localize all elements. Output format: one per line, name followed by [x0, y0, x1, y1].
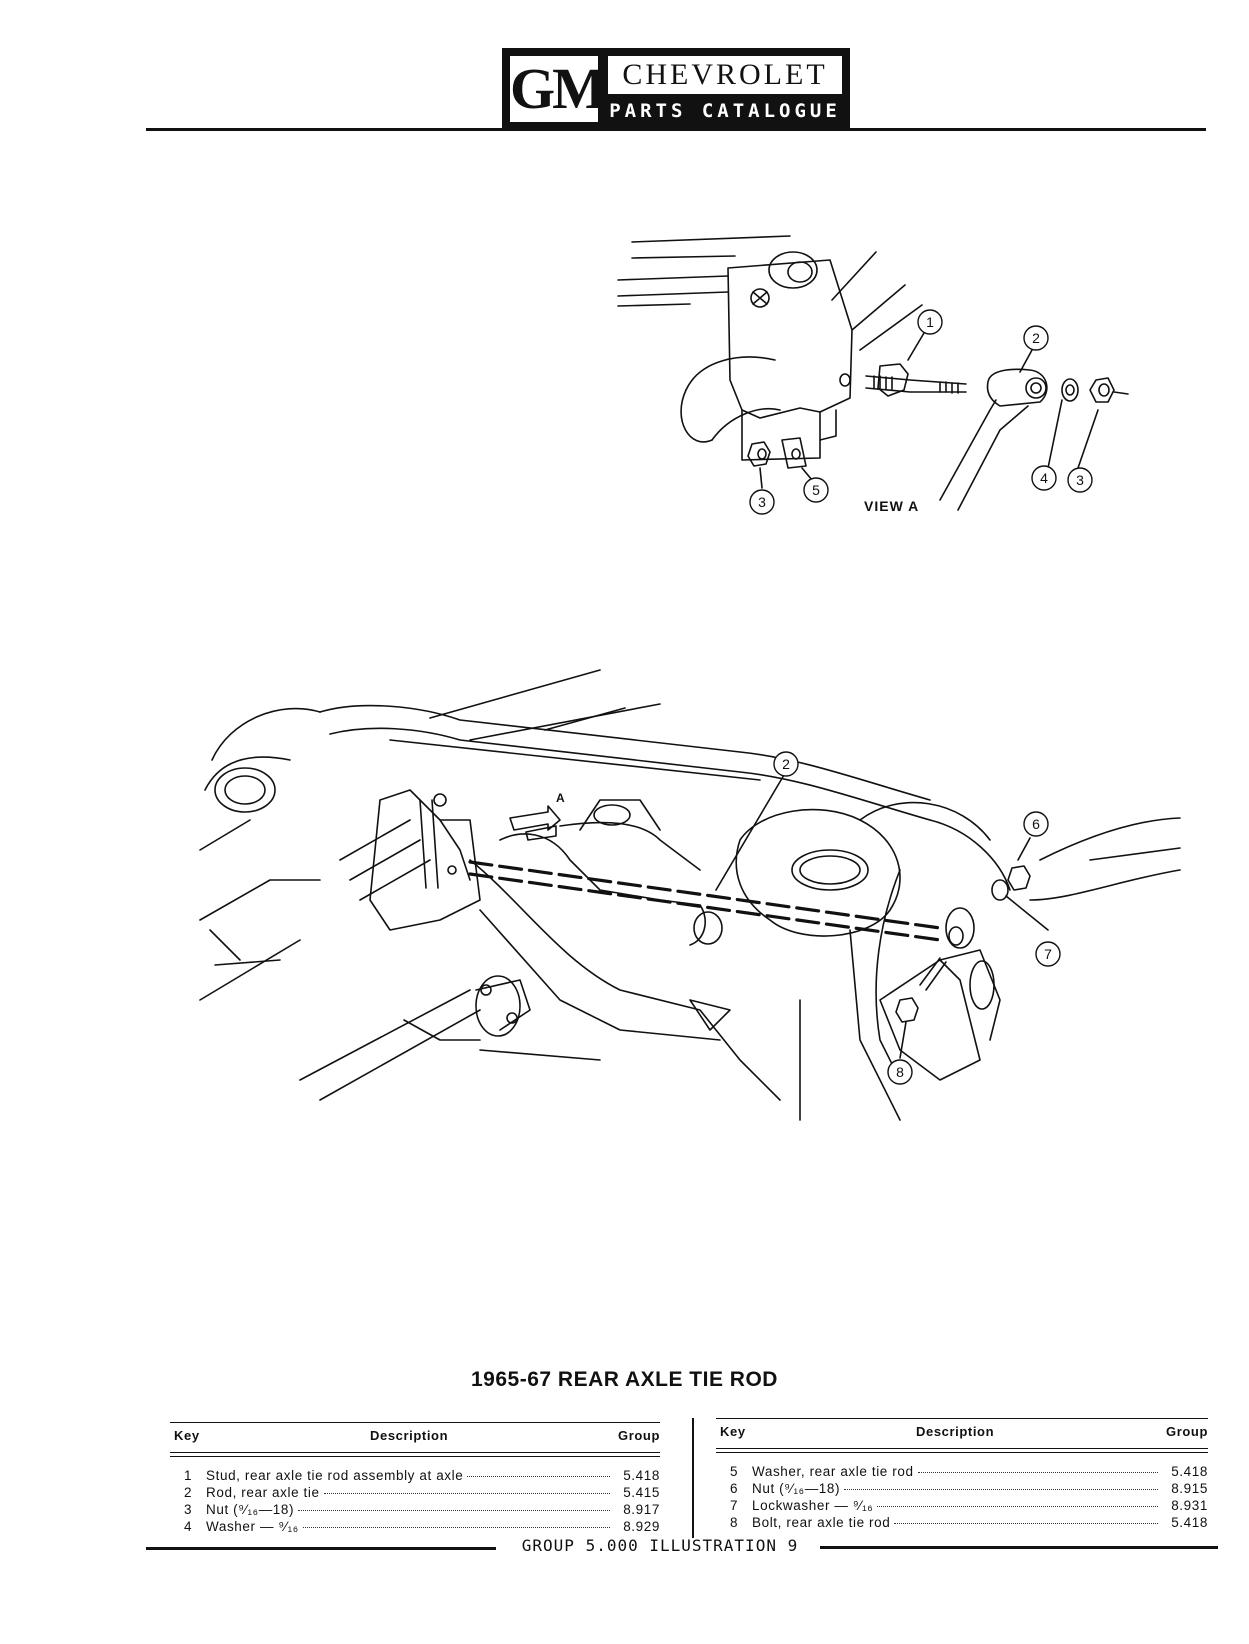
- table-column-divider: [692, 1418, 694, 1538]
- column-header-group: Group: [1166, 1424, 1208, 1439]
- svg-text:1: 1: [926, 314, 934, 330]
- footer-rule-right: [820, 1546, 1218, 1549]
- callout-5: 5: [803, 477, 829, 503]
- view-a-label: VIEW A: [864, 498, 920, 514]
- gm-chevrolet-logo: GM CHEVROLET PARTS CATALOGUE: [502, 48, 850, 130]
- svg-text:2: 2: [782, 756, 790, 772]
- callout-4: 4: [1031, 465, 1057, 491]
- callout-8: 8: [887, 1059, 913, 1085]
- callouts: 1 2 3 4 3 5 2 6 7 8: [749, 309, 1093, 1085]
- table-header-rule: [170, 1452, 660, 1453]
- table-header-rule: [716, 1448, 1208, 1449]
- svg-text:4: 4: [1040, 470, 1048, 486]
- view-a-detail: [617, 235, 1129, 511]
- svg-text:5: 5: [812, 482, 820, 498]
- header-rule: [146, 128, 1206, 131]
- callout-3-view-a-right: 3: [1067, 467, 1093, 493]
- column-header-key: Key: [174, 1428, 200, 1443]
- logo-gm-mark: GM: [510, 56, 607, 122]
- footer-group-illustration: GROUP 5.000 ILLUSTRATION 9: [521, 1536, 799, 1555]
- main-assembly-view: [199, 669, 1181, 1121]
- callout-6: 6: [1023, 811, 1049, 837]
- svg-text:3: 3: [1076, 472, 1084, 488]
- table-top-rule: [170, 1422, 660, 1423]
- page-title: 1965-67 REAR AXLE TIE ROD: [471, 1368, 778, 1391]
- svg-text:3: 3: [758, 494, 766, 510]
- callout-1: 1: [917, 309, 943, 335]
- svg-text:6: 6: [1032, 816, 1040, 832]
- logo-subtitle: PARTS CATALOGUE: [609, 100, 841, 122]
- column-header-group: Group: [618, 1428, 660, 1443]
- table-top-rule: [716, 1418, 1208, 1419]
- logo-brand-name: CHEVROLET: [608, 56, 842, 94]
- column-header-key: Key: [720, 1424, 746, 1439]
- callout-2-main: 2: [773, 751, 799, 777]
- arrow-a-label: A: [556, 791, 565, 805]
- svg-text:7: 7: [1044, 946, 1052, 962]
- callout-3-view-a-left: 3: [749, 489, 775, 515]
- column-header-description: Description: [370, 1428, 449, 1443]
- table-header-rule-2: [170, 1456, 660, 1457]
- callout-2-view-a: 2: [1023, 325, 1049, 351]
- footer-rule-left: [146, 1547, 496, 1550]
- table-header-rule-2: [716, 1452, 1208, 1453]
- column-header-description: Description: [916, 1424, 995, 1439]
- svg-text:2: 2: [1032, 330, 1040, 346]
- svg-text:8: 8: [896, 1064, 904, 1080]
- callout-7: 7: [1035, 941, 1061, 967]
- page-footer: GROUP 5.000 ILLUSTRATION 9: [146, 1536, 1218, 1560]
